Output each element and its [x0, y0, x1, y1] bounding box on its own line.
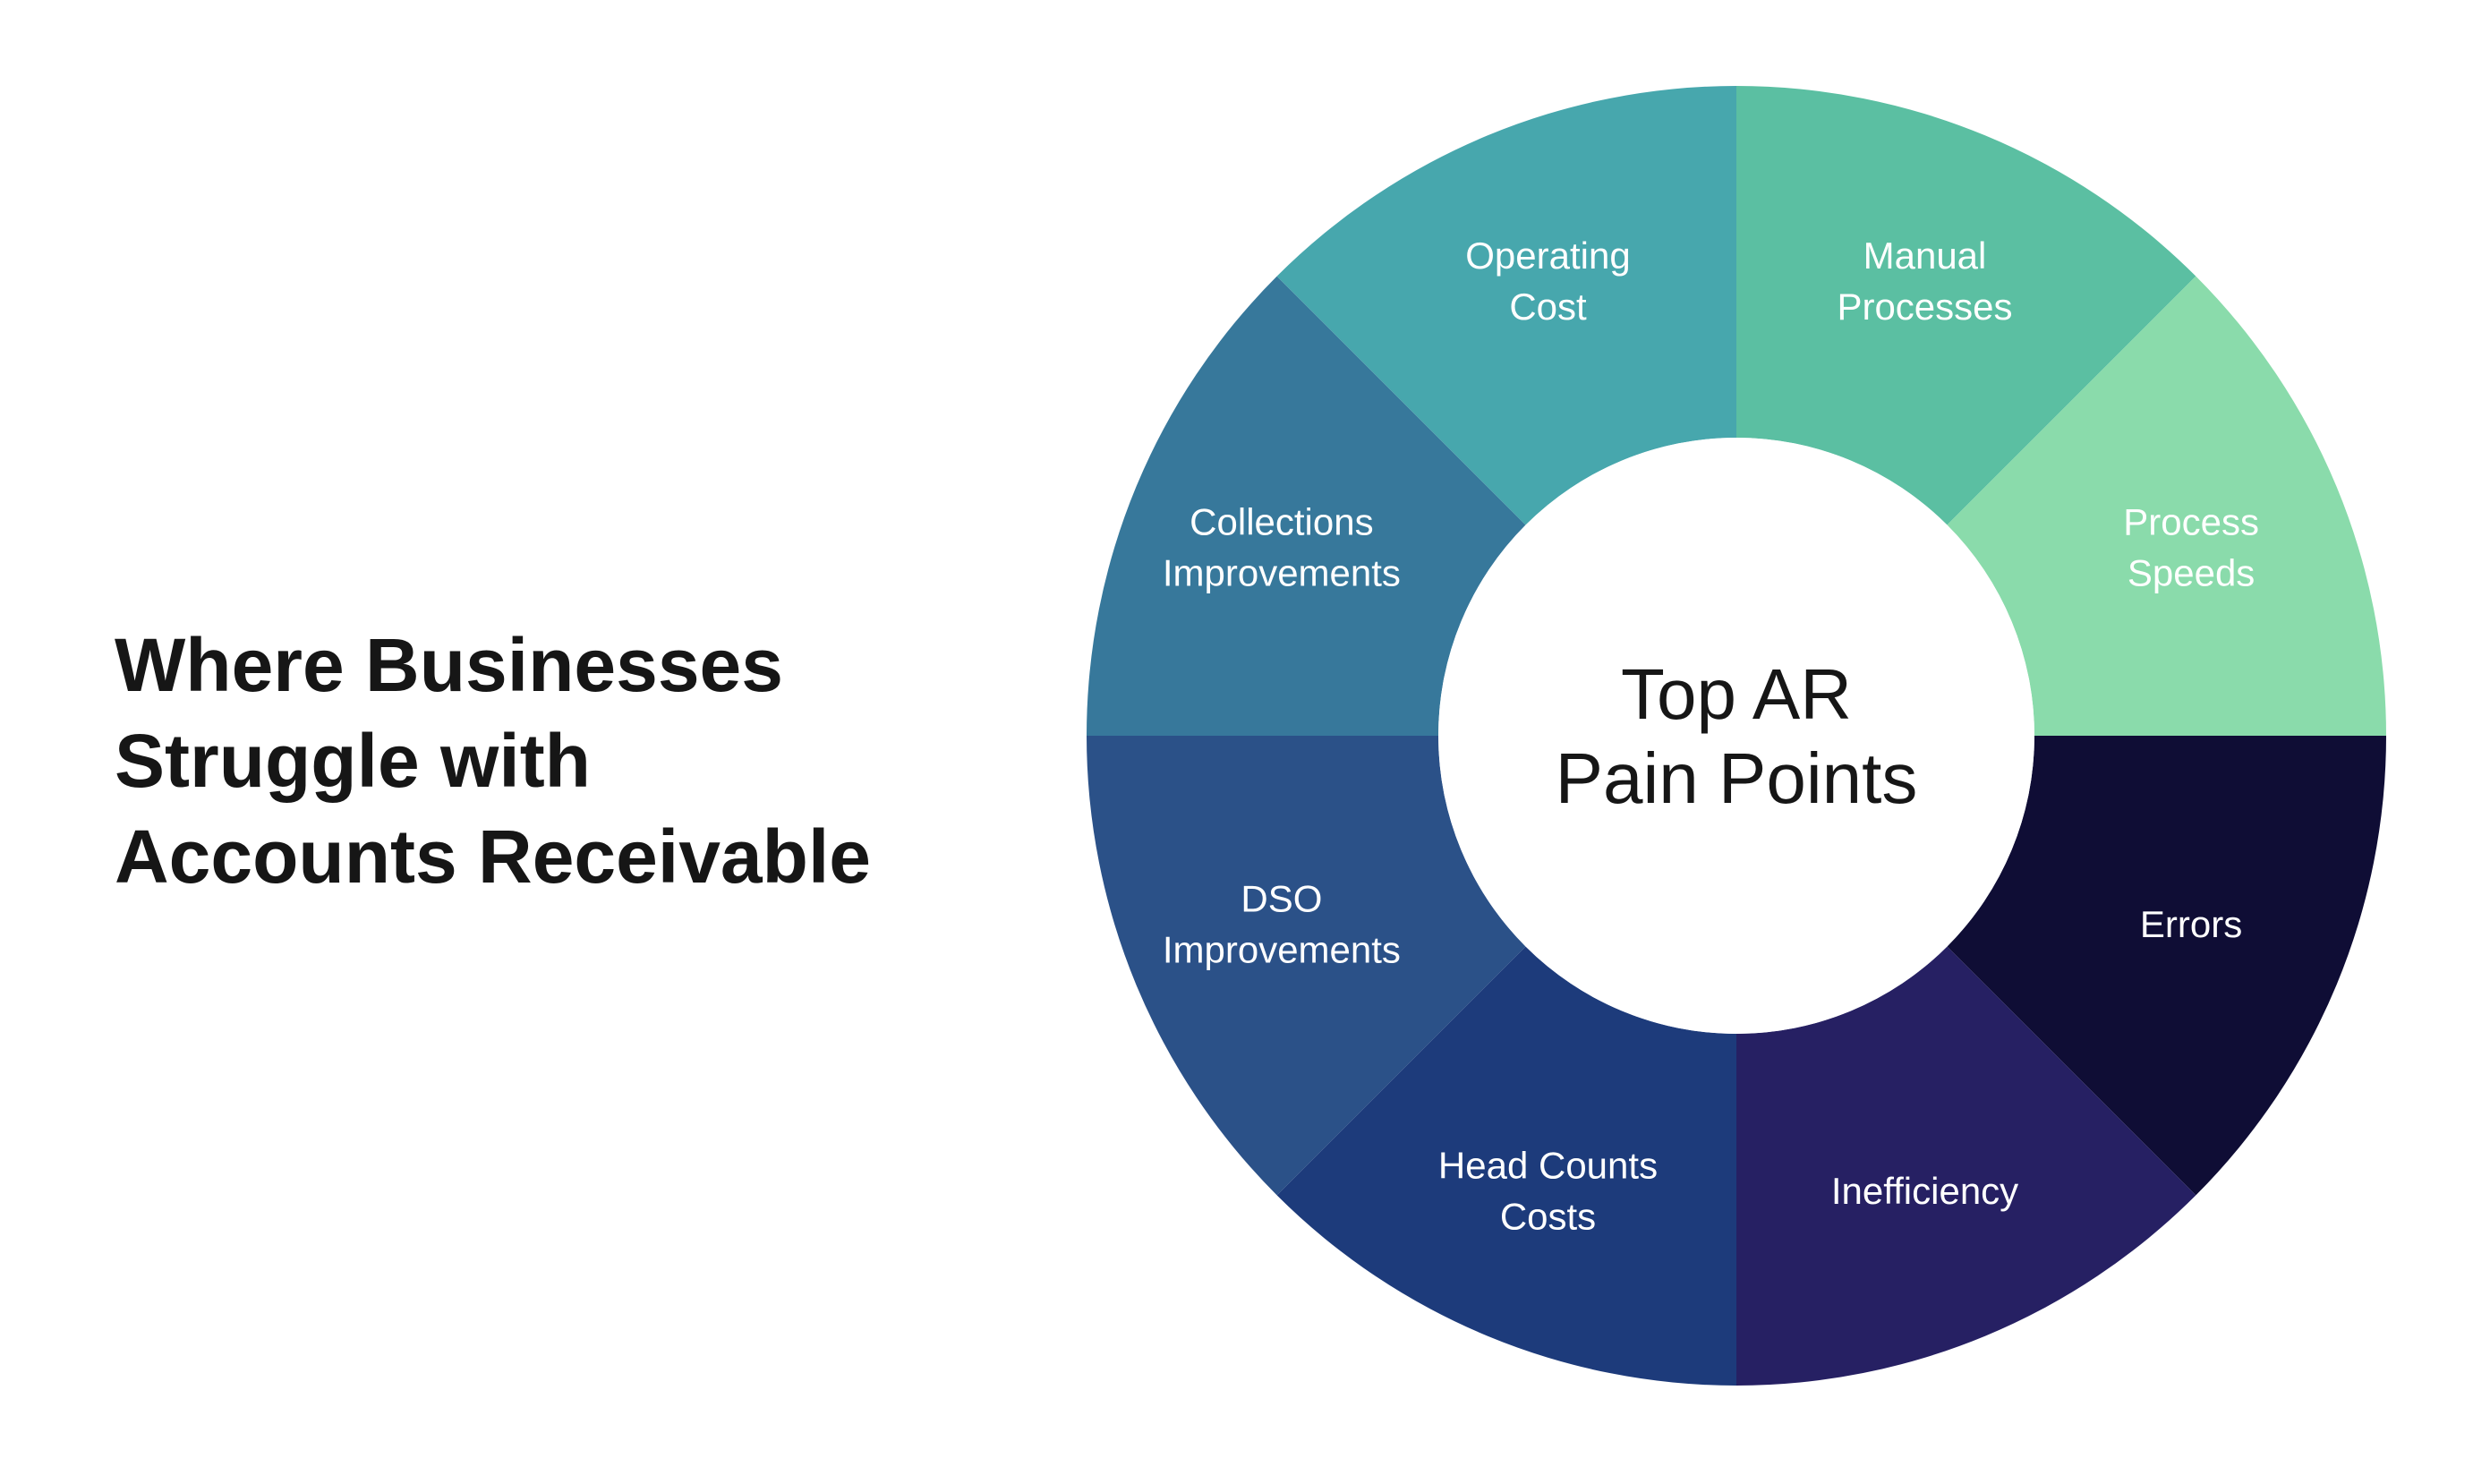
segment-operating-cost [1276, 86, 1736, 525]
segment-collections-improvements [1087, 276, 1526, 736]
segment-head-counts-costs [1276, 946, 1736, 1386]
segment-label-inefficiency: Inefficiency [1831, 1170, 2018, 1212]
page-title-line-2: Struggle with [115, 719, 591, 803]
segment-process-speeds [1947, 276, 2386, 736]
donut-center [1438, 438, 2034, 1034]
segment-dso-improvements [1087, 736, 1526, 1196]
segment-label-errors: Errors [2140, 903, 2242, 945]
segment-errors [1947, 736, 2386, 1196]
page-title: Where Businesses Struggle with Accounts … [115, 618, 871, 905]
segment-inefficiency [1736, 946, 2196, 1386]
segment-manual-processes [1736, 86, 2196, 525]
page-title-line-1: Where Businesses [115, 623, 783, 707]
page-title-line-3: Accounts Receivable [115, 814, 872, 899]
